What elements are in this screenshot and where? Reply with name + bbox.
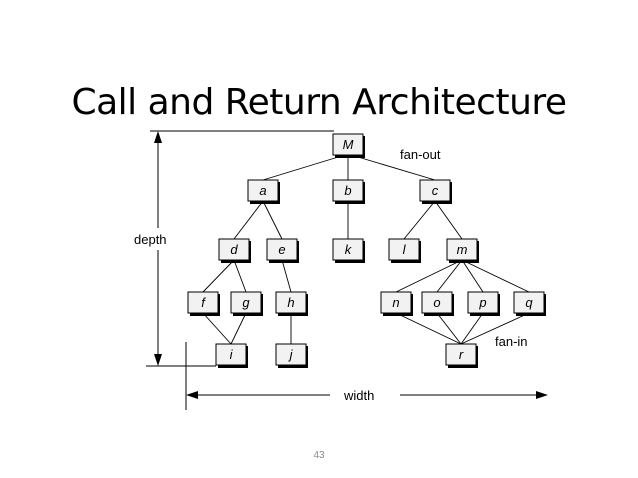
- node-k: k: [332, 238, 365, 263]
- node-f: f: [187, 291, 220, 316]
- node-p-label: p: [478, 295, 486, 310]
- node-g-label: g: [242, 295, 250, 310]
- page-number: 43: [313, 450, 325, 461]
- node-n-label: n: [392, 295, 399, 310]
- node-l-label: l: [403, 242, 407, 257]
- edge-o-r: [436, 312, 462, 345]
- node-o: o: [421, 291, 454, 316]
- width-label: width: [343, 388, 374, 403]
- node-l: l: [388, 238, 421, 263]
- node-j-label: j: [288, 347, 294, 362]
- node-j: j: [275, 343, 308, 368]
- edge-a-d: [233, 200, 264, 240]
- node-c-label: c: [432, 183, 439, 198]
- edge-m-p: [461, 259, 484, 293]
- node-q-label: q: [525, 295, 533, 310]
- node-n: n: [380, 291, 413, 316]
- node-p: p: [467, 291, 500, 316]
- node-i-label: i: [230, 347, 234, 362]
- depth-label: depth: [134, 232, 167, 247]
- edge-d-g: [233, 259, 247, 293]
- node-m: m: [446, 238, 479, 263]
- edge-M-c: [347, 153, 436, 181]
- node-b-label: b: [344, 183, 351, 198]
- node-a-label: a: [259, 183, 266, 198]
- edge-f-i: [202, 312, 232, 345]
- edges: [202, 153, 530, 345]
- node-M-label: M: [343, 137, 354, 152]
- depth-arrow-up: [154, 131, 162, 143]
- node-b: b: [332, 179, 365, 204]
- edge-q-r: [460, 312, 530, 345]
- edge-n-r: [395, 312, 462, 345]
- node-c: c: [419, 179, 452, 204]
- node-e: e: [266, 238, 299, 263]
- width-dimension: width: [185, 342, 548, 410]
- edge-m-o: [436, 259, 463, 293]
- node-h-label: h: [287, 295, 294, 310]
- width-arrow-right: [536, 391, 548, 399]
- edge-M-a: [262, 153, 349, 181]
- depth-dimension: depth: [134, 130, 334, 367]
- node-h: h: [275, 291, 308, 316]
- slide-title: Call and Return Architecture: [71, 82, 567, 123]
- depth-arrow-down: [154, 354, 162, 366]
- fan-in-label: fan-in: [495, 334, 528, 349]
- node-f-label: f: [201, 295, 206, 310]
- node-o-label: o: [433, 295, 440, 310]
- node-m-label: m: [457, 242, 468, 257]
- node-e-label: e: [278, 242, 285, 257]
- edge-p-r: [460, 312, 484, 345]
- width-arrow-left: [186, 391, 198, 399]
- node-a: a: [247, 179, 280, 204]
- node-q: q: [513, 291, 546, 316]
- node-i: i: [215, 343, 248, 368]
- node-r: r: [445, 343, 478, 368]
- edge-c-l: [403, 200, 436, 240]
- fan-out-label: fan-out: [400, 147, 441, 162]
- edge-a-e: [262, 200, 283, 240]
- edge-m-n: [395, 259, 463, 293]
- edge-e-h: [281, 259, 292, 293]
- node-g: g: [230, 291, 263, 316]
- edge-c-m: [434, 200, 463, 240]
- node-M: M: [332, 133, 365, 158]
- node-r-label: r: [459, 347, 464, 362]
- node-k-label: k: [345, 242, 353, 257]
- edge-g-i: [230, 312, 247, 345]
- node-d-label: d: [230, 242, 238, 257]
- edge-d-f: [202, 259, 235, 293]
- edge-m-q: [461, 259, 530, 293]
- node-d: d: [218, 238, 251, 263]
